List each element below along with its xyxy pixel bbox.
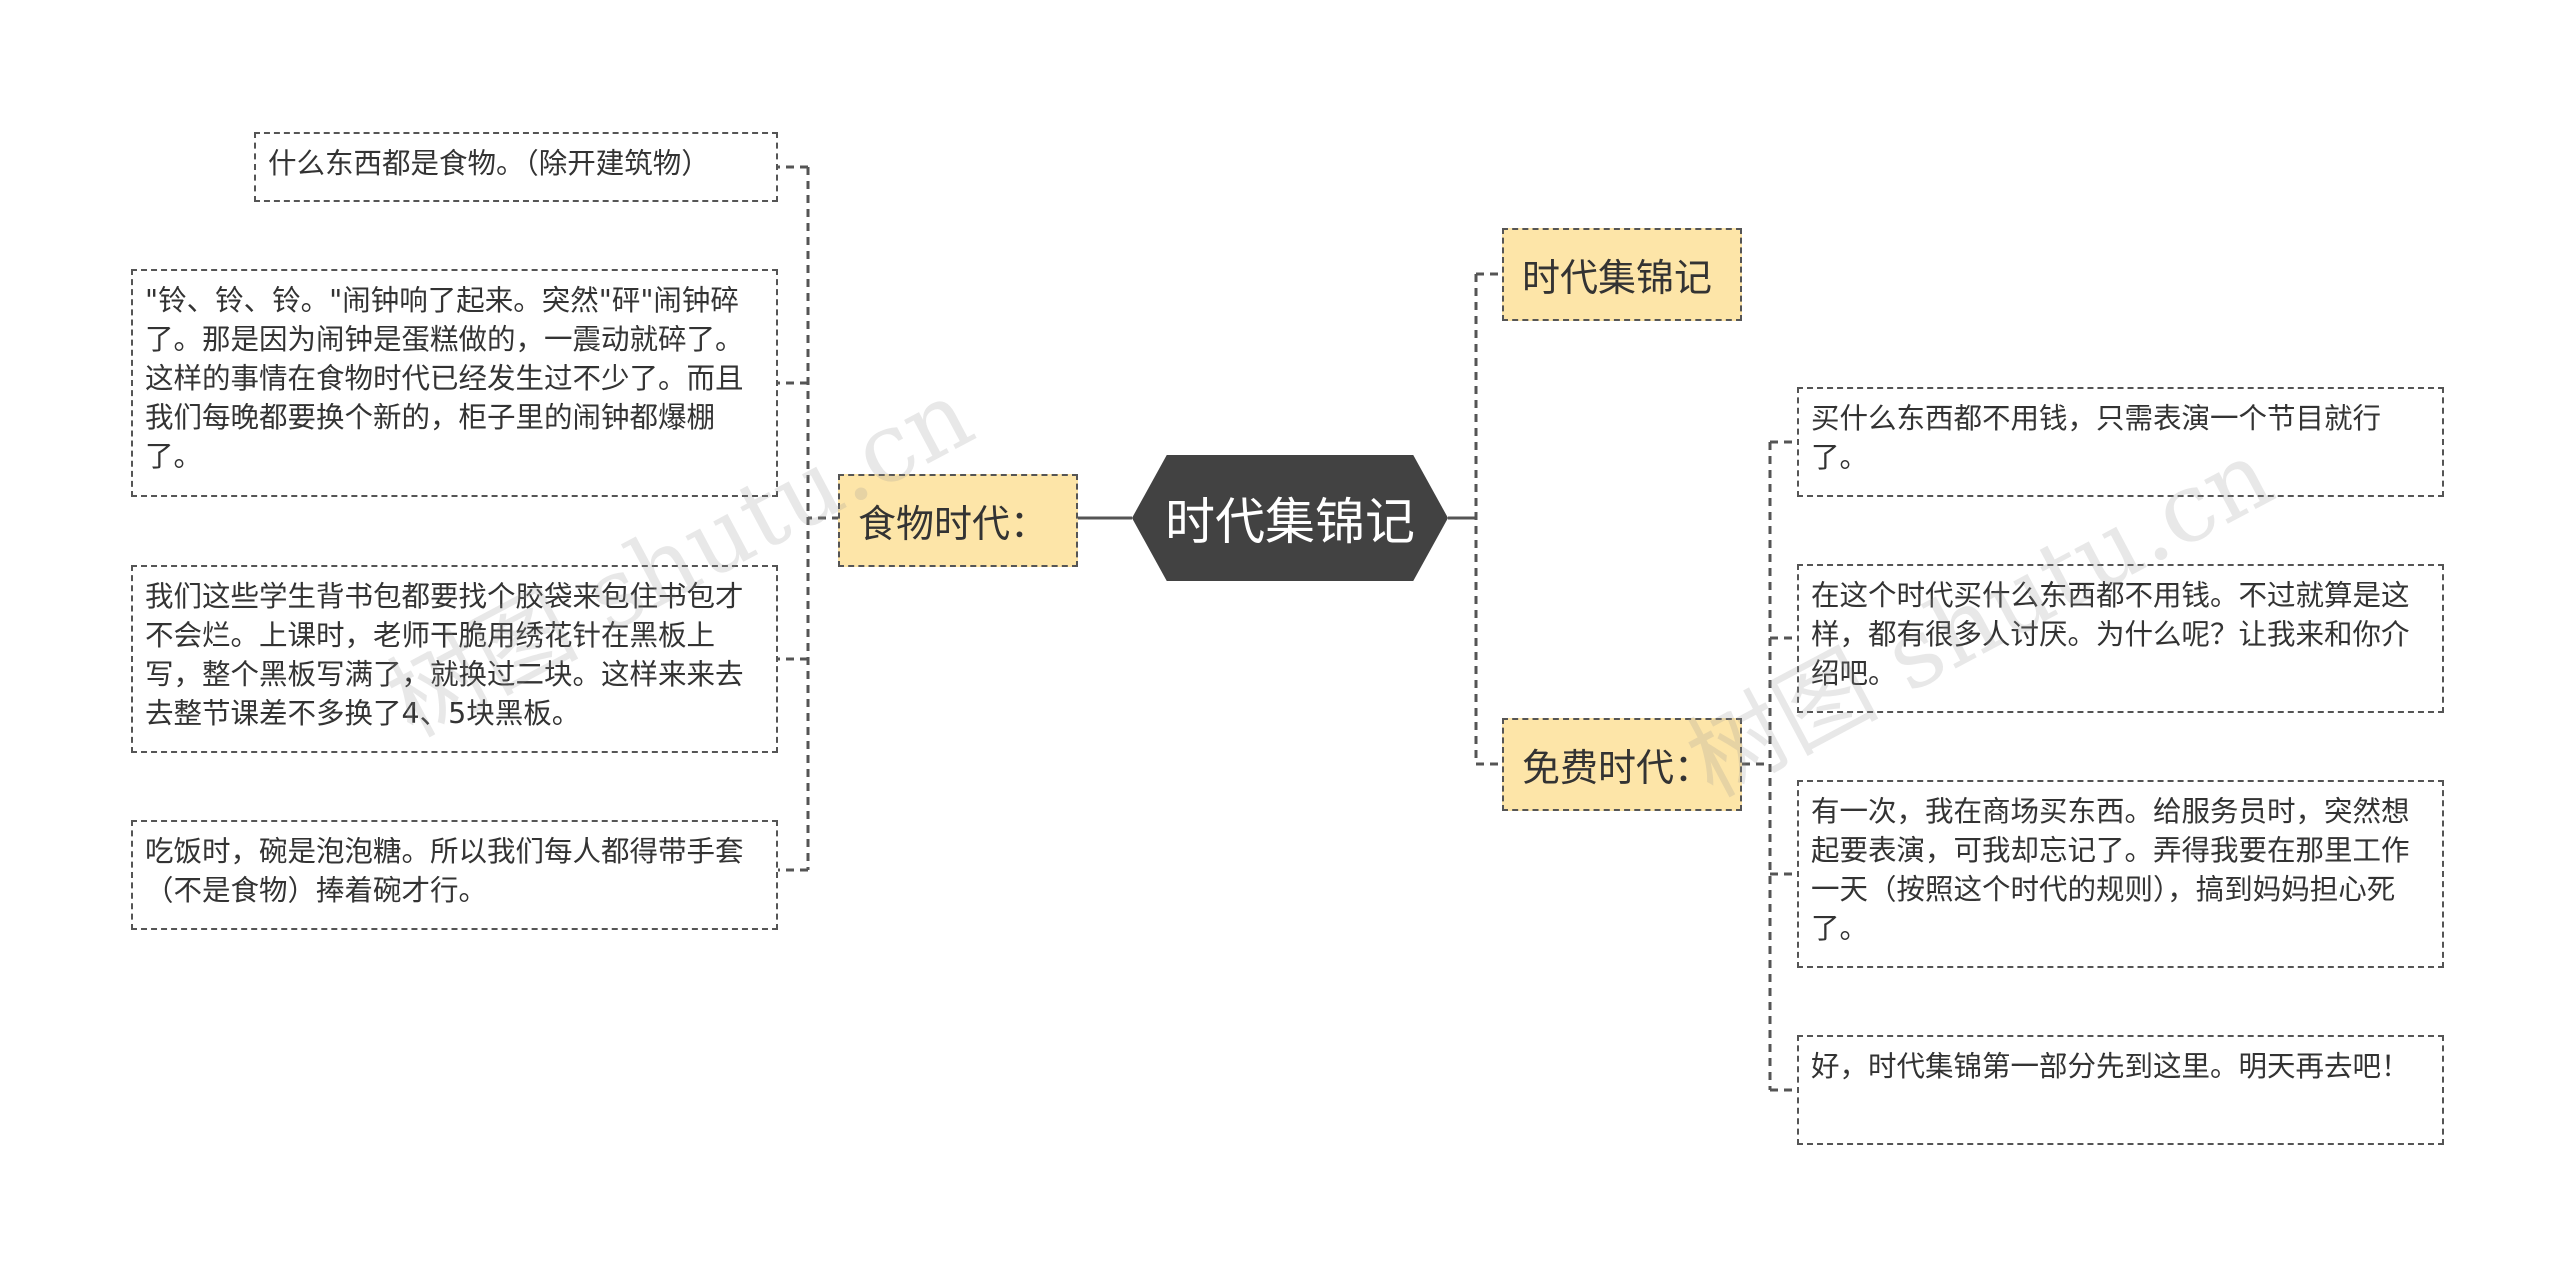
branch-title[interactable]: 时代集锦记 [1502,228,1742,321]
central-topic[interactable]: 时代集锦记 [1132,455,1448,581]
leaf-food-1[interactable]: 什么东西都是食物。（除开建筑物） [254,132,778,202]
leaf-food-3[interactable]: 我们这些学生背书包都要找个胶袋来包住书包才不会烂。上课时，老师干脆用绣花针在黑板… [131,565,778,753]
leaf-free-2[interactable]: 在这个时代买什么东西都不用钱。不过就算是这样，都有很多人讨厌。为什么呢？让我来和… [1797,564,2444,713]
branch-food-era[interactable]: 食物时代： [838,474,1078,567]
leaf-food-2[interactable]: "铃、铃、铃。"闹钟响了起来。突然"砰"闹钟碎了。那是因为闹钟是蛋糕做的，一震动… [131,269,778,497]
leaf-free-1[interactable]: 买什么东西都不用钱，只需表演一个节目就行了。 [1797,387,2444,497]
leaf-free-3[interactable]: 有一次，我在商场买东西。给服务员时，突然想起要表演，可我却忘记了。弄得我要在那里… [1797,780,2444,968]
leaf-free-4[interactable]: 好，时代集锦第一部分先到这里。明天再去吧！ [1797,1035,2444,1145]
leaf-food-4[interactable]: 吃饭时，碗是泡泡糖。所以我们每人都得带手套（不是食物）捧着碗才行。 [131,820,778,930]
branch-free-era[interactable]: 免费时代： [1502,718,1742,811]
